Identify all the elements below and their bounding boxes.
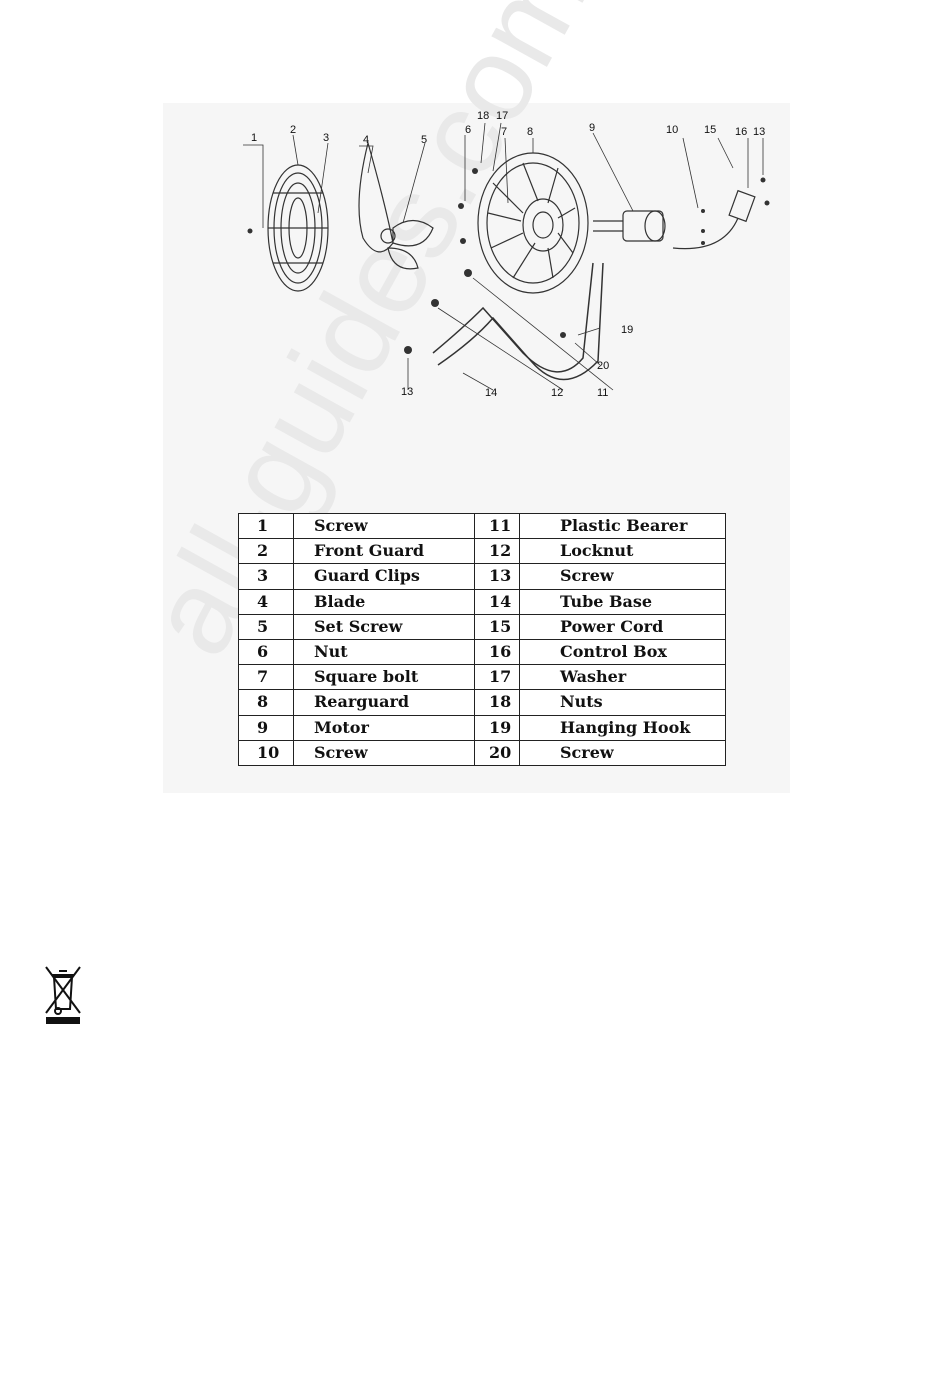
callout-label: 20 xyxy=(597,360,609,372)
part-name: Hanging Hook xyxy=(520,715,726,740)
part-number: 1 xyxy=(239,514,294,539)
part-name: Screw xyxy=(520,740,726,765)
part-number: 15 xyxy=(475,614,520,639)
callout-label: 16 xyxy=(735,126,747,138)
part-name: Nuts xyxy=(520,690,726,715)
part-name: Tube Base xyxy=(520,589,726,614)
part-name: Set Screw xyxy=(294,614,475,639)
crossed-out-wheelie-bin-icon xyxy=(42,963,84,1025)
part-number: 10 xyxy=(239,740,294,765)
part-number: 8 xyxy=(239,690,294,715)
part-number: 16 xyxy=(475,639,520,664)
part-number: 3 xyxy=(239,564,294,589)
callout-labels: 1 2 3 4 5 6 18 17 7 8 9 10 15 16 13 19 2… xyxy=(251,110,765,399)
part-number: 14 xyxy=(475,589,520,614)
part-name: Locknut xyxy=(520,539,726,564)
part-number: 9 xyxy=(239,715,294,740)
part-name: Motor xyxy=(294,715,475,740)
part-number: 6 xyxy=(239,639,294,664)
callout-label: 13 xyxy=(753,126,765,138)
part-number: 5 xyxy=(239,614,294,639)
callout-label: 4 xyxy=(363,134,369,146)
callout-label: 8 xyxy=(527,126,533,138)
part-number: 12 xyxy=(475,539,520,564)
callout-label: 19 xyxy=(621,324,633,336)
part-number: 17 xyxy=(475,665,520,690)
callout-label: 2 xyxy=(290,124,296,136)
callout-label: 15 xyxy=(704,124,716,136)
front-guard-drawing xyxy=(268,165,328,291)
part-name: Control Box xyxy=(520,639,726,664)
part-name: Front Guard xyxy=(294,539,475,564)
callout-label: 12 xyxy=(551,387,563,399)
part-name: Nut xyxy=(294,639,475,664)
callout-label: 18 xyxy=(477,110,489,122)
part-number: 20 xyxy=(475,740,520,765)
callout-label: 6 xyxy=(465,124,471,136)
callout-label: 14 xyxy=(485,387,497,399)
part-name: Power Cord xyxy=(520,614,726,639)
part-number: 19 xyxy=(475,715,520,740)
part-number: 18 xyxy=(475,690,520,715)
callout-label: 10 xyxy=(666,124,678,136)
part-name: Screw xyxy=(294,514,475,539)
part-name: Rearguard xyxy=(294,690,475,715)
part-name: Screw xyxy=(294,740,475,765)
part-number: 7 xyxy=(239,665,294,690)
part-number: 4 xyxy=(239,589,294,614)
part-name: Guard Clips xyxy=(294,564,475,589)
callout-label: 9 xyxy=(589,122,595,134)
callout-label: 5 xyxy=(421,134,427,146)
leader-lines xyxy=(243,123,763,390)
part-name: Square bolt xyxy=(294,665,475,690)
part-name: Washer xyxy=(520,665,726,690)
part-name: Screw xyxy=(520,564,726,589)
callout-label: 11 xyxy=(597,387,608,399)
callout-label: 17 xyxy=(496,110,508,122)
callout-label: 3 xyxy=(323,132,329,144)
part-number: 13 xyxy=(475,564,520,589)
rear-guard-drawing xyxy=(478,153,588,293)
hardware-drawing xyxy=(248,168,770,354)
part-name: Plastic Bearer xyxy=(520,514,726,539)
part-number: 2 xyxy=(239,539,294,564)
control-box-drawing xyxy=(673,191,755,249)
part-number: 11 xyxy=(475,514,520,539)
part-name: Blade xyxy=(294,589,475,614)
callout-label: 7 xyxy=(501,126,507,138)
motor-drawing xyxy=(593,211,665,241)
callout-label: 13 xyxy=(401,386,413,398)
exploded-fan-diagram: 1 2 3 4 5 6 18 17 7 8 9 10 15 16 13 19 2… xyxy=(163,103,790,413)
callout-label: 1 xyxy=(251,132,257,144)
